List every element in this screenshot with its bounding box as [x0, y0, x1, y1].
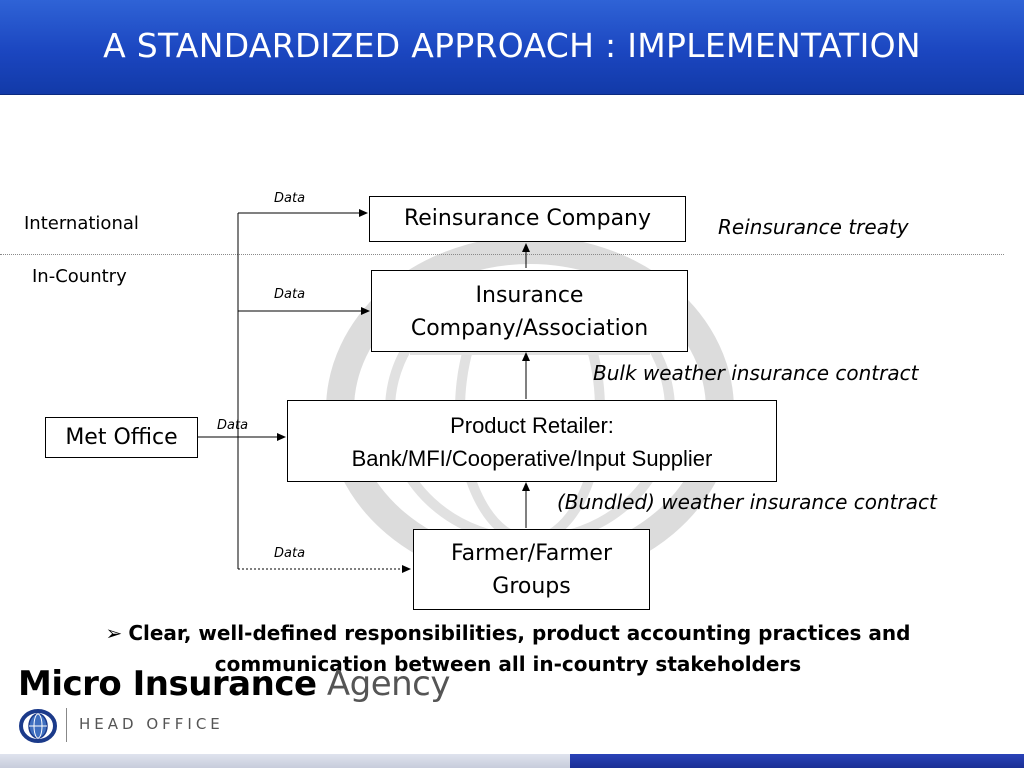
farmer-groups-label-2: Groups: [492, 574, 571, 599]
bulk-contract-label: Bulk weather insurance contract: [593, 361, 919, 385]
reinsurance-treaty-label: Reinsurance treaty: [718, 215, 909, 239]
data-label-reinsurance: Data: [274, 191, 306, 206]
data-label-insurance: Data: [274, 287, 306, 302]
product-retailer-box: Product Retailer: Bank/MFI/Cooperative/I…: [287, 400, 777, 482]
bullet-arrow-icon: ➢: [105, 621, 123, 645]
bundled-contract-label: (Bundled) weather insurance contract: [557, 490, 937, 514]
footer-bar-left: [0, 754, 570, 768]
farmer-groups-box: Farmer/Farmer Groups: [413, 529, 650, 610]
insurance-company-label-1: Insurance: [475, 283, 584, 308]
insurance-company-box: Insurance Company/Association: [371, 270, 688, 352]
met-office-box: Met Office: [45, 417, 198, 458]
reinsurance-company-box: Reinsurance Company: [369, 196, 686, 242]
footer-bar-right: [570, 754, 1024, 768]
product-retailer-label-2: Bank/MFI/Cooperative/Input Supplier: [351, 446, 713, 471]
met-office-label: Met Office: [65, 425, 178, 450]
key-point-bullet: ➢Clear, well-defined responsibilities, p…: [68, 618, 948, 680]
data-label-retailer: Data: [217, 418, 249, 433]
farmer-groups-label-1: Farmer/Farmer: [451, 541, 612, 566]
bullet-text-line-2: communication between all in-country sta…: [214, 652, 802, 676]
region-divider: [0, 254, 1004, 255]
in-country-label: In-Country: [32, 266, 127, 287]
logo-wordmark-strong: Micro Insurance: [18, 664, 317, 704]
data-label-farmer: Data: [274, 546, 306, 561]
head-office-label: HEAD OFFICE: [79, 715, 224, 733]
logo-separator: [66, 708, 67, 742]
product-retailer-label-1: Product Retailer:: [450, 413, 614, 438]
bullet-text-line-1: Clear, well-defined responsibilities, pr…: [128, 621, 911, 645]
globe-logo-icon: [19, 709, 57, 743]
title-bar: A STANDARDIZED APPROACH : IMPLEMENTATION: [0, 0, 1024, 95]
logo-wordmark-light: Agency: [326, 664, 451, 704]
reinsurance-company-label: Reinsurance Company: [403, 206, 652, 231]
logo-wordmark: Micro Insurance Agency: [18, 664, 450, 704]
insurance-company-label-2: Company/Association: [410, 316, 649, 341]
slide-title: A STANDARDIZED APPROACH : IMPLEMENTATION: [103, 26, 921, 65]
international-label: International: [24, 213, 139, 234]
